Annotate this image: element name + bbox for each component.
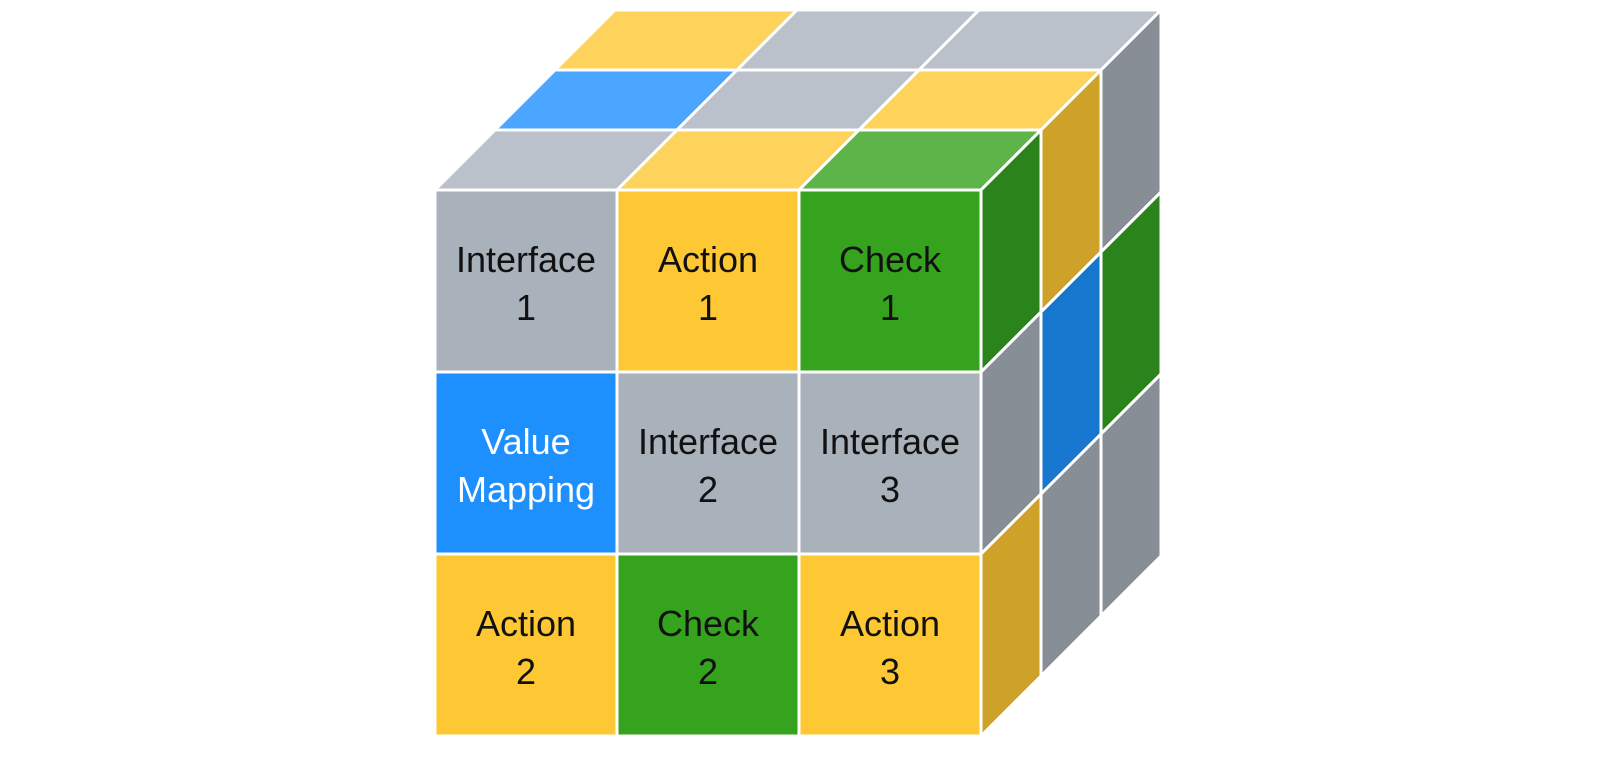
front-cell-1-2: Interface 3	[797, 370, 983, 556]
cell-label-line2: 1	[880, 287, 900, 328]
cell-label-line2: 1	[516, 287, 536, 328]
cell-label-line1: Action	[476, 603, 576, 644]
cell-label-line1: Interface	[820, 421, 960, 462]
front-cell-1-1: Interface 2	[615, 370, 801, 556]
cell-label-line2: 2	[516, 651, 536, 692]
front-cell-0-1: Action 1	[615, 188, 801, 374]
front-tile-2-1	[615, 552, 801, 738]
cell-label-line2: Mapping	[457, 469, 595, 510]
front-cell-2-2: Action 3	[797, 552, 983, 738]
cube-right-face	[979, 8, 1163, 738]
cell-label-line1: Action	[840, 603, 940, 644]
cube-front-face: Interface1Action1Check1ValueMappingInter…	[433, 188, 983, 738]
cell-label-line1: Value	[481, 421, 570, 462]
front-tile-1-1	[615, 370, 801, 556]
cell-label-line2: 2	[698, 651, 718, 692]
front-tile-0-1	[615, 188, 801, 374]
front-tile-1-0	[433, 370, 619, 556]
cell-label-line1: Interface	[456, 239, 596, 280]
front-cell-0-2: Check 1	[797, 188, 983, 374]
cell-label-line2: 3	[880, 469, 900, 510]
cell-label-line1: Check	[657, 603, 760, 644]
cell-label-line2: 3	[880, 651, 900, 692]
front-cell-2-1: Check 2	[615, 552, 801, 738]
front-tile-0-0	[433, 188, 619, 374]
cell-label-line1: Interface	[638, 421, 778, 462]
cell-label-line1: Check	[839, 239, 942, 280]
front-tile-2-2	[797, 552, 983, 738]
cell-label-line2: 1	[698, 287, 718, 328]
front-tile-0-2	[797, 188, 983, 374]
cube-top-face	[433, 8, 1163, 192]
front-tile-2-0	[433, 552, 619, 738]
front-tile-1-2	[797, 370, 983, 556]
side-tile-2-2	[1099, 372, 1163, 618]
front-cell-2-0: Action 2	[433, 552, 619, 738]
front-cell-0-0: Interface 1	[433, 188, 619, 374]
cell-label-line1: Action	[658, 239, 758, 280]
cell-label-line2: 2	[698, 469, 718, 510]
